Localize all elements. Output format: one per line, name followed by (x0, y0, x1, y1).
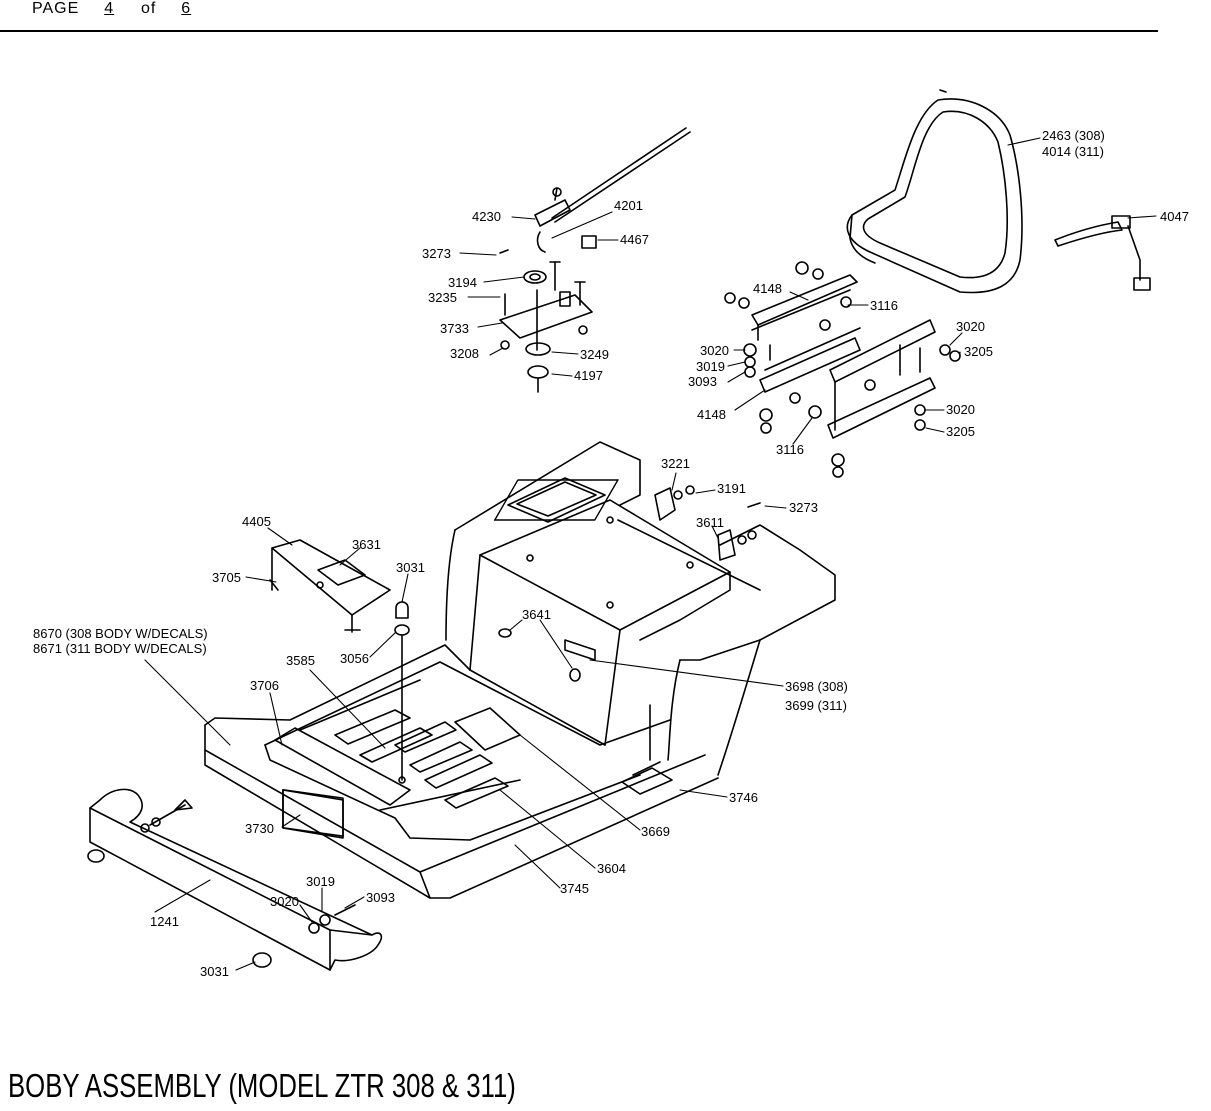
label-4197: 4197 (574, 368, 603, 383)
label-8670: 8670 (308 BODY W/DECALS) (33, 626, 208, 641)
label-3631: 3631 (352, 537, 381, 552)
label-4148-bottom: 4148 (697, 407, 726, 422)
label-3019-bumper: 3019 (306, 874, 335, 889)
label-3699: 3699 (311) (785, 698, 847, 713)
label-3056: 3056 (340, 651, 369, 666)
label-3273-lever: 3273 (422, 246, 451, 261)
label-3604: 3604 (597, 861, 626, 876)
label-3745: 3745 (560, 881, 589, 896)
page-header: PAGE 4 of 6 (32, 0, 191, 24)
label-4230: 4230 (472, 209, 501, 224)
header-rule (0, 30, 1158, 32)
label-4467: 4467 (620, 232, 649, 247)
leader-lines (144, 137, 1157, 971)
label-3706: 3706 (250, 678, 279, 693)
seat-illustration (846, 89, 1023, 294)
label-3585: 3585 (286, 653, 315, 668)
label-4014: 4014 (311) (1042, 144, 1104, 159)
label-3205-lower: 3205 (946, 424, 975, 439)
label-3611: 3611 (696, 515, 724, 530)
hardware-illustration (394, 485, 761, 784)
front-bumper-illustration (87, 788, 383, 971)
label-3746: 3746 (729, 790, 758, 805)
label-3705: 3705 (212, 570, 241, 585)
label-4148-top: 4148 (753, 281, 782, 296)
label-3116-top: 3116 (870, 298, 898, 313)
page-title: BOBY ASSEMBLY (MODEL ZTR 308 & 311) (8, 1067, 516, 1104)
page-number: 4 (104, 0, 115, 17)
label-3249: 3249 (580, 347, 609, 362)
label-3194: 3194 (448, 275, 477, 290)
label-3641: 3641 (522, 607, 551, 622)
callout-labels: 2463 (308) 4014 (311) 4047 4230 4201 327… (33, 128, 1189, 979)
label-3205-right: 3205 (964, 344, 993, 359)
body-shell-illustration (204, 441, 836, 899)
label-3191: 3191 (717, 481, 746, 496)
label-3116-bottom: 3116 (776, 442, 804, 457)
label-3730: 3730 (245, 821, 274, 836)
label-4047: 4047 (1160, 209, 1189, 224)
page-word: PAGE (32, 0, 80, 17)
label-3031-bumper: 3031 (200, 964, 229, 979)
label-4405: 4405 (242, 514, 271, 529)
label-2463: 2463 (308) (1042, 128, 1105, 143)
label-3698: 3698 (308) (785, 679, 848, 694)
label-3093-bumper: 3093 (366, 890, 395, 905)
label-3273-body: 3273 (789, 500, 818, 515)
label-3019-left: 3019 (696, 359, 725, 374)
label-3208: 3208 (450, 346, 479, 361)
seat-rails-illustration (724, 261, 961, 478)
label-3669: 3669 (641, 824, 670, 839)
label-3020-lower: 3020 (946, 402, 975, 417)
of-word: of (141, 0, 157, 17)
label-4201: 4201 (614, 198, 643, 213)
label-3020-left: 3020 (700, 343, 729, 358)
label-3093-left: 3093 (688, 374, 717, 389)
label-3031-top: 3031 (396, 560, 425, 575)
label-1241: 1241 (150, 914, 179, 929)
seat-switch-illustration (1054, 215, 1151, 291)
label-3020-right: 3020 (956, 319, 985, 334)
label-3235: 3235 (428, 290, 457, 305)
label-3020-bumper: 3020 (270, 894, 299, 909)
label-3733: 3733 (440, 321, 469, 336)
console-plate-illustration (269, 539, 391, 633)
label-8671: 8671 (311 BODY W/DECALS) (33, 641, 207, 656)
label-3221: 3221 (661, 456, 690, 471)
page-total: 6 (181, 0, 192, 17)
